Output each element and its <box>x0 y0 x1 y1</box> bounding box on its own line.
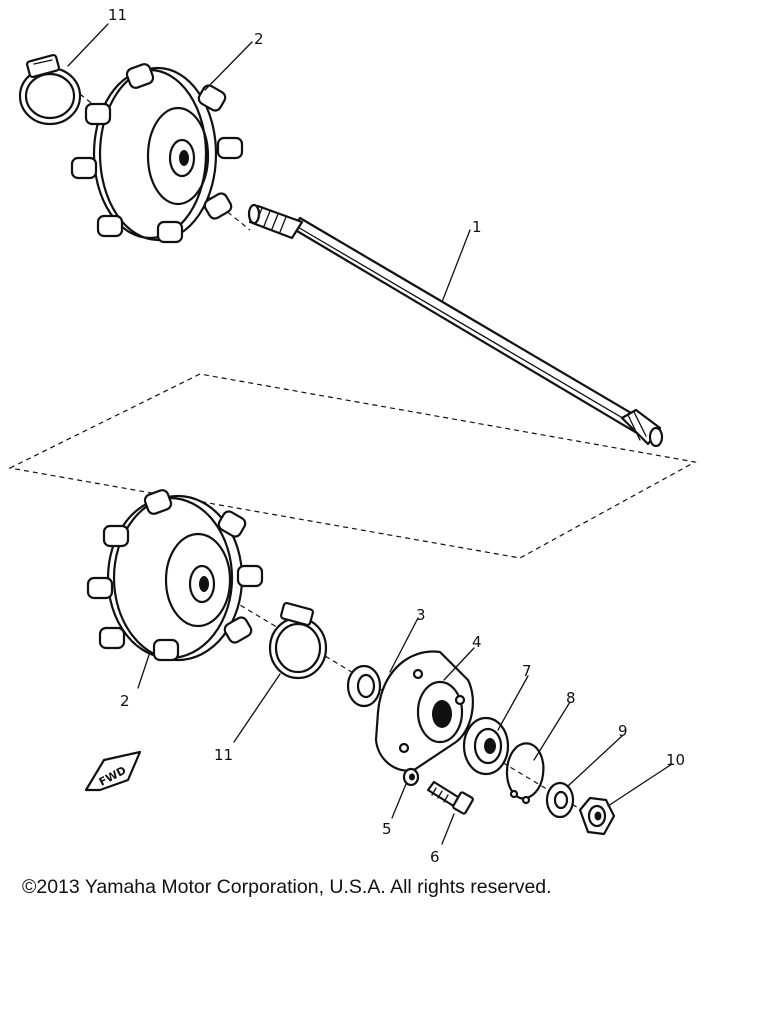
callout-1: 1 <box>472 218 482 236</box>
callout-10: 10 <box>666 751 685 769</box>
bolt <box>426 780 474 815</box>
clamp-top <box>18 53 82 126</box>
circlip <box>505 742 545 805</box>
forward-direction-badge: FWD <box>84 750 142 792</box>
nut <box>578 796 616 836</box>
oil-seal <box>346 664 382 708</box>
bearing-housing <box>374 650 474 772</box>
leader-lines <box>67 23 673 845</box>
callout-2-bottom: 2 <box>120 692 130 710</box>
callout-11-top: 11 <box>108 6 127 24</box>
sprocket-top <box>70 63 244 244</box>
copyright-notice: ©2013 Yamaha Motor Corporation, U.S.A. A… <box>22 876 552 898</box>
bearing <box>462 716 510 776</box>
callout-5: 5 <box>382 820 392 838</box>
callout-2-top: 2 <box>254 30 264 48</box>
callout-8: 8 <box>566 689 576 707</box>
callout-7: 7 <box>522 662 532 680</box>
exploded-parts-diagram: FWD 11 2 1 2 11 3 4 5 6 7 8 9 10 <box>8 6 697 866</box>
callout-9: 9 <box>618 722 628 740</box>
callout-4: 4 <box>472 633 482 651</box>
reference-plane-outline <box>8 373 697 559</box>
washer-small <box>402 767 420 787</box>
callout-3: 3 <box>416 606 426 624</box>
callout-11-bottom: 11 <box>214 746 233 764</box>
clamp-bottom <box>268 601 328 680</box>
washer-large <box>545 781 575 819</box>
drive-shaft <box>247 203 664 448</box>
callout-6: 6 <box>430 848 440 866</box>
axis-line-bottom <box>224 595 591 816</box>
sprocket-bottom <box>86 489 264 662</box>
